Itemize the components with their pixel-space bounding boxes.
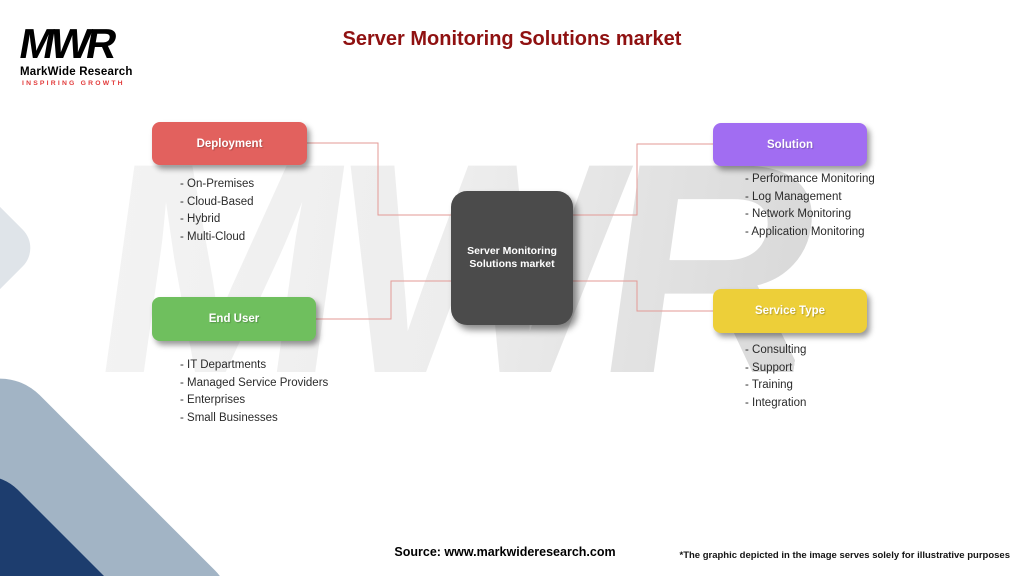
category-item: - Multi-Cloud xyxy=(180,230,246,243)
category-item: - On-Premises xyxy=(180,178,255,190)
connector-service-type xyxy=(573,280,713,312)
center-node: Server Monitoring Solutions market xyxy=(451,191,573,325)
category-item: - Cloud-Based xyxy=(180,195,254,208)
category-header-service-type: Service Type xyxy=(713,289,867,333)
category-header-deployment: Deployment xyxy=(152,122,307,165)
markwide-research-logo: MWR MarkWide Research INSPIRING GROWTH xyxy=(16,20,133,87)
category-item: - Support xyxy=(745,361,793,374)
category-items-end-user: - IT Departments - Managed Service Provi… xyxy=(180,357,328,427)
category-item: - Managed Service Providers xyxy=(180,376,329,389)
category-item: - Enterprises xyxy=(180,394,246,406)
category-items-service-type: - Consulting - Support - Training - Inte… xyxy=(745,342,806,412)
category-item: - Consulting xyxy=(745,344,807,356)
category-item: - Integration xyxy=(745,396,807,409)
disclaimer-text: *The graphic depicted in the image serve… xyxy=(679,550,1011,561)
category-item: - Performance Monitoring xyxy=(745,173,875,185)
connector-end-user xyxy=(316,280,451,320)
logo-brand-name: MarkWide Research xyxy=(20,65,133,78)
connector-solution xyxy=(573,143,713,216)
category-item: - IT Departments xyxy=(180,359,267,371)
category-header-end-user: End User xyxy=(152,297,316,341)
category-item: - Hybrid xyxy=(180,213,221,225)
logo-tagline: INSPIRING GROWTH xyxy=(22,79,125,87)
category-items-solution: - Performance Monitoring - Log Managemen… xyxy=(745,171,875,241)
page-title: Server Monitoring Solutions market xyxy=(342,28,682,50)
source-text: Source: www.markwideresearch.com xyxy=(394,545,616,559)
category-item: - Training xyxy=(745,379,793,391)
category-item: - Network Monitoring xyxy=(745,208,852,220)
connector-deployment xyxy=(307,142,451,216)
category-header-solution: Solution xyxy=(713,123,867,166)
category-item: - Application Monitoring xyxy=(745,225,865,238)
category-item: - Small Businesses xyxy=(180,411,278,424)
category-items-deployment: - On-Premises - Cloud-Based - Hybrid - M… xyxy=(180,176,254,246)
category-item: - Log Management xyxy=(745,190,842,203)
